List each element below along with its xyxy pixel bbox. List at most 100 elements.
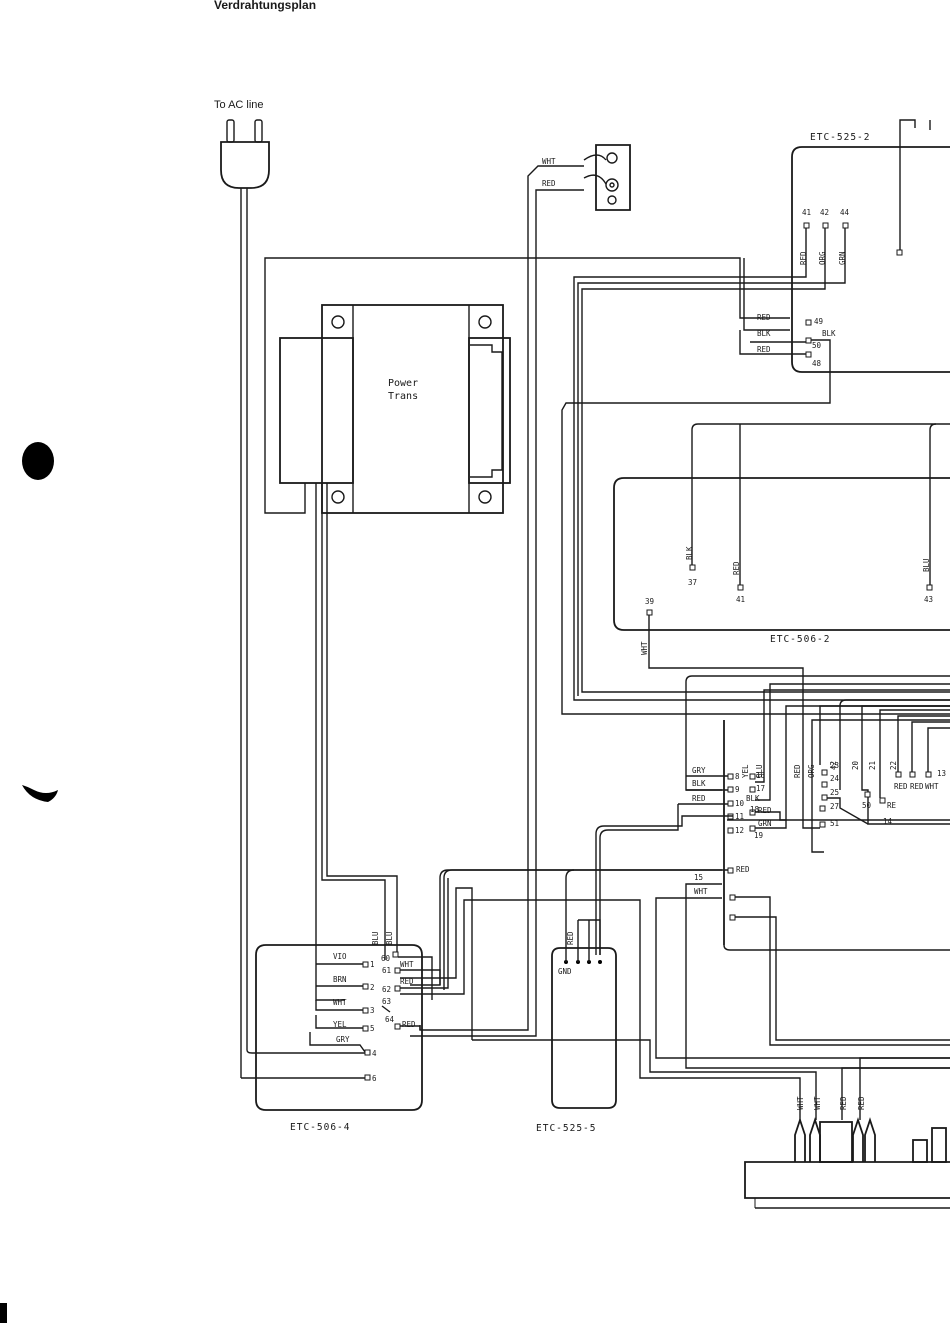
- board-etc-506-4: ETC-506-4 BLU BLU 60 VIO 1 61 WHT BRN 2 …: [241, 878, 641, 1133]
- terminal-number: 43: [924, 595, 933, 604]
- bottom-connector: WHT WHT RED RED: [472, 1039, 950, 1209]
- wire-color-label: RED: [402, 1020, 416, 1029]
- terminal-number: 42: [820, 208, 829, 217]
- wire-color-label: RED: [793, 764, 802, 778]
- wire-color-label: 22: [889, 761, 898, 770]
- terminal-number: 50: [862, 801, 872, 810]
- board-label: ETC-525-2: [810, 132, 870, 143]
- ac-plug: To AC line: [214, 99, 270, 1078]
- terminal-number: 11: [735, 812, 744, 821]
- wire-color-label: RED: [799, 251, 808, 265]
- wire-color-label: BLK: [757, 329, 771, 338]
- power-transformer: Power Trans: [279, 304, 511, 514]
- wire-color-label: GRN: [758, 819, 772, 828]
- wire-color-label: ORG: [807, 764, 816, 778]
- wire-color-label: 14: [883, 817, 893, 826]
- wire-color-label: BLU: [371, 931, 380, 945]
- terminal-number: RED: [894, 782, 908, 791]
- wire-color-label: WHT: [796, 1096, 805, 1110]
- terminal-number: 2: [370, 983, 375, 992]
- gnd-label: GND: [558, 967, 572, 976]
- board-etc-506-2: ETC-506-2 BLK 37 RED 41 BLU 43 39 WHT: [613, 423, 950, 829]
- terminal-number: 25: [830, 788, 839, 797]
- terminal-number: 18: [750, 805, 760, 814]
- wire-color-label: ORG: [818, 251, 827, 265]
- punch-hole-mark-partial: [22, 785, 58, 802]
- terminal-number: 37: [688, 578, 697, 587]
- wire-color-label: 21: [868, 761, 877, 770]
- plug-wire-label: WHT: [542, 157, 556, 166]
- wire-color-label: BLU: [922, 558, 931, 572]
- wire-color-label: VIO: [333, 952, 347, 961]
- terminal-number: 17: [756, 784, 765, 793]
- wire-color-label: RED: [757, 345, 771, 354]
- wire-color-label: 13: [937, 769, 946, 778]
- edge-mark: [0, 1303, 7, 1323]
- wire-color-label: RED: [758, 806, 772, 815]
- terminal-number: 60: [381, 954, 391, 963]
- terminal-number: 61: [382, 966, 391, 975]
- terminal-number: 16: [756, 771, 766, 780]
- central-harness: YEL BLU RED ORG 42 20 21 22 GRY BLK RED …: [410, 675, 950, 1069]
- wire-color-label: 42: [829, 761, 838, 770]
- terminal-number: 3: [370, 1006, 375, 1015]
- terminal-number: 50: [812, 341, 822, 350]
- wire-color-label: RED: [857, 1096, 866, 1110]
- wire-color-label: WHT: [333, 998, 347, 1007]
- wire-color-label: BLU: [385, 931, 394, 945]
- headphone-jack: WHT RED: [410, 144, 631, 1037]
- terminal-number: 48: [812, 359, 822, 368]
- wire-color-label: RED: [757, 313, 771, 322]
- terminal-number: 64: [385, 1015, 395, 1024]
- wire-color-label: BRN: [333, 975, 347, 984]
- terminal-number: RED: [736, 865, 750, 874]
- wire-color-label: WHT: [640, 641, 649, 655]
- wire-color-label: 15: [694, 873, 703, 882]
- ac-line-label: To AC line: [214, 99, 264, 111]
- transformer-label-line1: Power: [388, 378, 418, 389]
- punch-hole-mark: [22, 442, 54, 480]
- terminal-number: 41: [802, 208, 811, 217]
- wire-color-label: BLK: [746, 794, 760, 803]
- terminal-number: 9: [735, 785, 740, 794]
- terminal-number: 8: [735, 772, 740, 781]
- wire-color-label: GRY: [336, 1035, 350, 1044]
- terminal-number: 23: [830, 761, 839, 770]
- terminal-number: RE: [887, 801, 897, 810]
- terminal-number: 41: [736, 595, 745, 604]
- plug-wire-label: RED: [542, 179, 556, 188]
- terminal-number: 1: [370, 960, 375, 969]
- wire-color-label: BLK: [822, 329, 836, 338]
- board-label: ETC-506-2: [770, 634, 830, 645]
- terminal-number: 49: [814, 317, 823, 326]
- terminal-number: 6: [372, 1074, 377, 1083]
- wire-color-label: BLK: [685, 546, 694, 560]
- terminal-number: WHT: [925, 782, 939, 791]
- wire-color-label: YEL: [333, 1020, 347, 1029]
- wire-color-label: YEL: [741, 764, 750, 778]
- wire-color-label: 20: [851, 760, 860, 770]
- terminal-number: 10: [735, 799, 745, 808]
- terminal-number: 63: [382, 997, 391, 1006]
- wire-color-label: RED: [692, 794, 706, 803]
- wire-color-label: RED: [400, 977, 414, 986]
- wire-color-label: BLK: [692, 779, 706, 788]
- terminal-number: RED: [910, 782, 924, 791]
- terminal-number: 39: [645, 597, 654, 606]
- terminal-number: 19: [754, 831, 763, 840]
- terminal-number: 12: [735, 826, 744, 835]
- wire-color-label: WHT: [694, 887, 708, 896]
- terminal-number: 4: [372, 1049, 377, 1058]
- transformer-label-line2: Trans: [388, 391, 418, 402]
- terminal-number: 44: [840, 208, 850, 217]
- board-label: ETC-506-4: [290, 1122, 350, 1133]
- page-title: Verdrahtungsplan: [214, 0, 316, 12]
- board-etc-525-2: ETC-525-2 41 42 44 RED ORG GRN 49 50 48 …: [561, 119, 950, 715]
- terminal-number: 5: [370, 1024, 375, 1033]
- wire-color-label: RED: [566, 931, 575, 945]
- terminal-number: 24: [830, 774, 840, 783]
- wire-color-label: RED: [732, 561, 741, 575]
- board-label: ETC-525-5: [536, 1123, 596, 1134]
- wire-color-label: GRY: [692, 766, 706, 775]
- wire-color-label: WHT: [813, 1096, 822, 1110]
